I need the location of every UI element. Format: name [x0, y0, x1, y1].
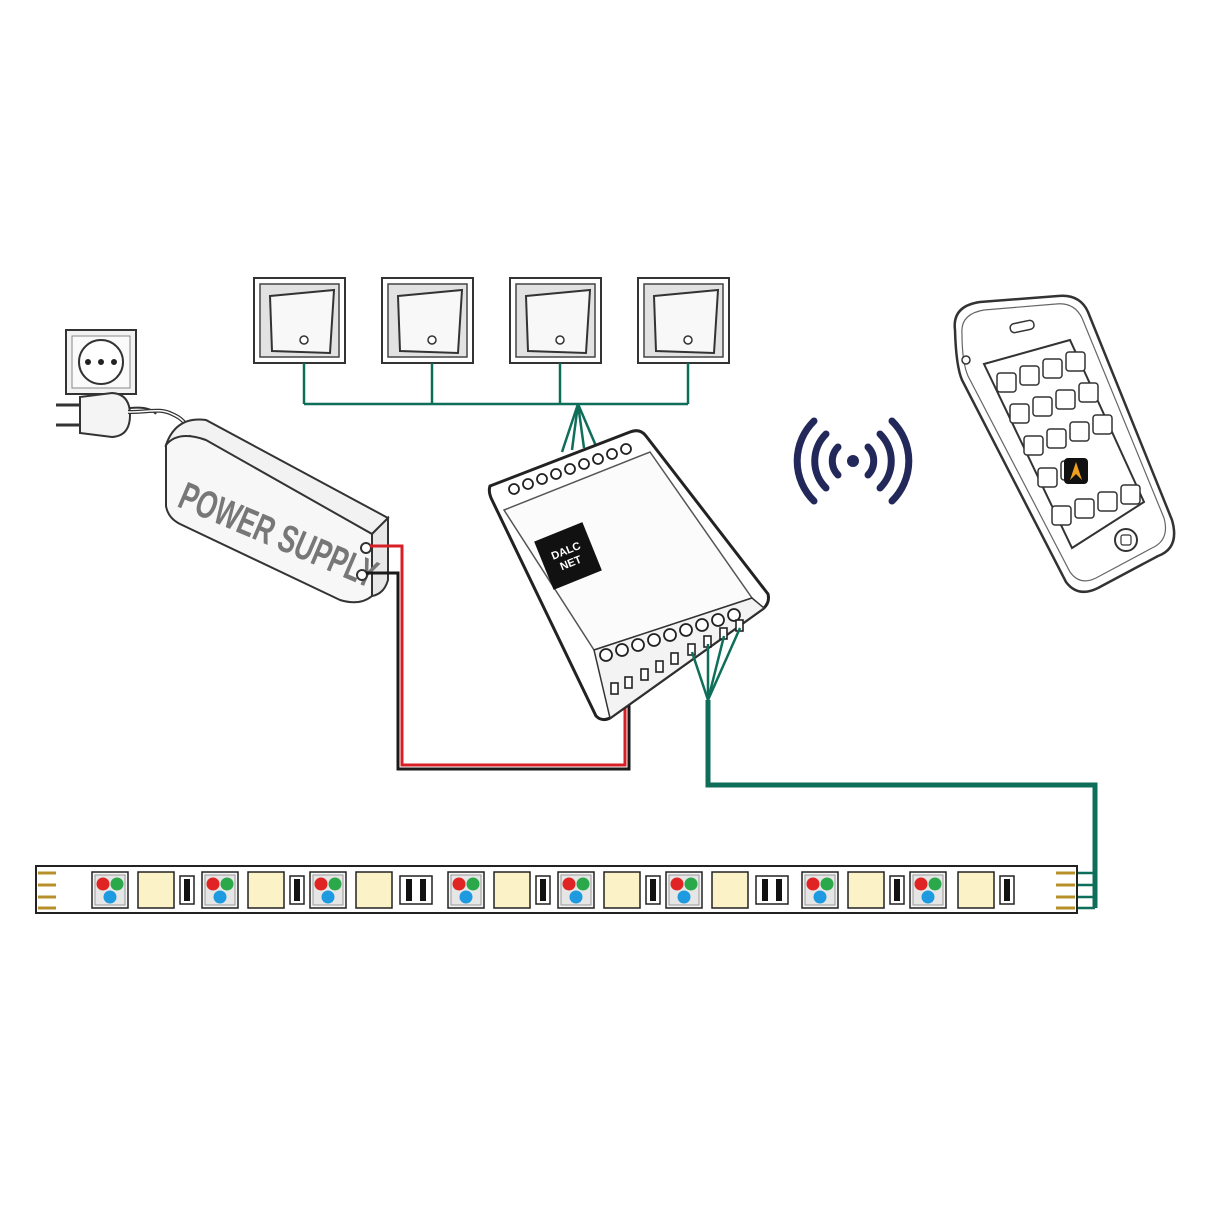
white-led-chip — [493, 871, 531, 909]
cut-pads — [399, 875, 433, 905]
brand-logo: DALC NET — [534, 522, 602, 590]
rgb-led-chip — [557, 871, 595, 909]
resistor-pad — [289, 875, 305, 905]
resistor-pad — [535, 875, 551, 905]
wall-socket-icon — [65, 329, 137, 395]
cut-pads — [755, 875, 789, 905]
white-led-chip — [847, 871, 885, 909]
rgb-led-chip — [91, 871, 129, 909]
rgb-led-chip — [447, 871, 485, 909]
wall-switch-1 — [253, 277, 346, 364]
white-led-chip — [247, 871, 285, 909]
white-led-chip — [711, 871, 749, 909]
rgb-led-chip — [909, 871, 947, 909]
white-led-chip — [137, 871, 175, 909]
wall-switch-3 — [509, 277, 602, 364]
smartphone-icon — [953, 294, 1176, 594]
white-led-chip — [355, 871, 393, 909]
rgb-led-chip — [201, 871, 239, 909]
rgb-led-chip — [665, 871, 703, 909]
led-output-wires — [690, 627, 1098, 910]
resistor-pad — [889, 875, 905, 905]
led-strip-icon — [35, 865, 1078, 914]
power-wires — [366, 544, 631, 771]
plug-icon — [56, 391, 157, 439]
switch-bus-wires — [302, 363, 690, 453]
resistor-pad — [179, 875, 195, 905]
wall-switch-2 — [381, 277, 474, 364]
rgb-led-chip — [801, 871, 839, 909]
white-led-chip — [603, 871, 641, 909]
resistor-pad — [645, 875, 661, 905]
controller-box: DALC NET — [487, 429, 770, 722]
white-led-chip — [957, 871, 995, 909]
wireless-signal-icon — [793, 417, 913, 505]
terminal-negative — [356, 569, 368, 581]
resistor-pad — [999, 875, 1015, 905]
rgb-led-chip — [309, 871, 347, 909]
app-icon — [1064, 458, 1088, 484]
power-supply: POWER SUPPLY — [164, 418, 390, 604]
terminal-positive — [360, 542, 372, 554]
wall-switch-4 — [637, 277, 730, 364]
